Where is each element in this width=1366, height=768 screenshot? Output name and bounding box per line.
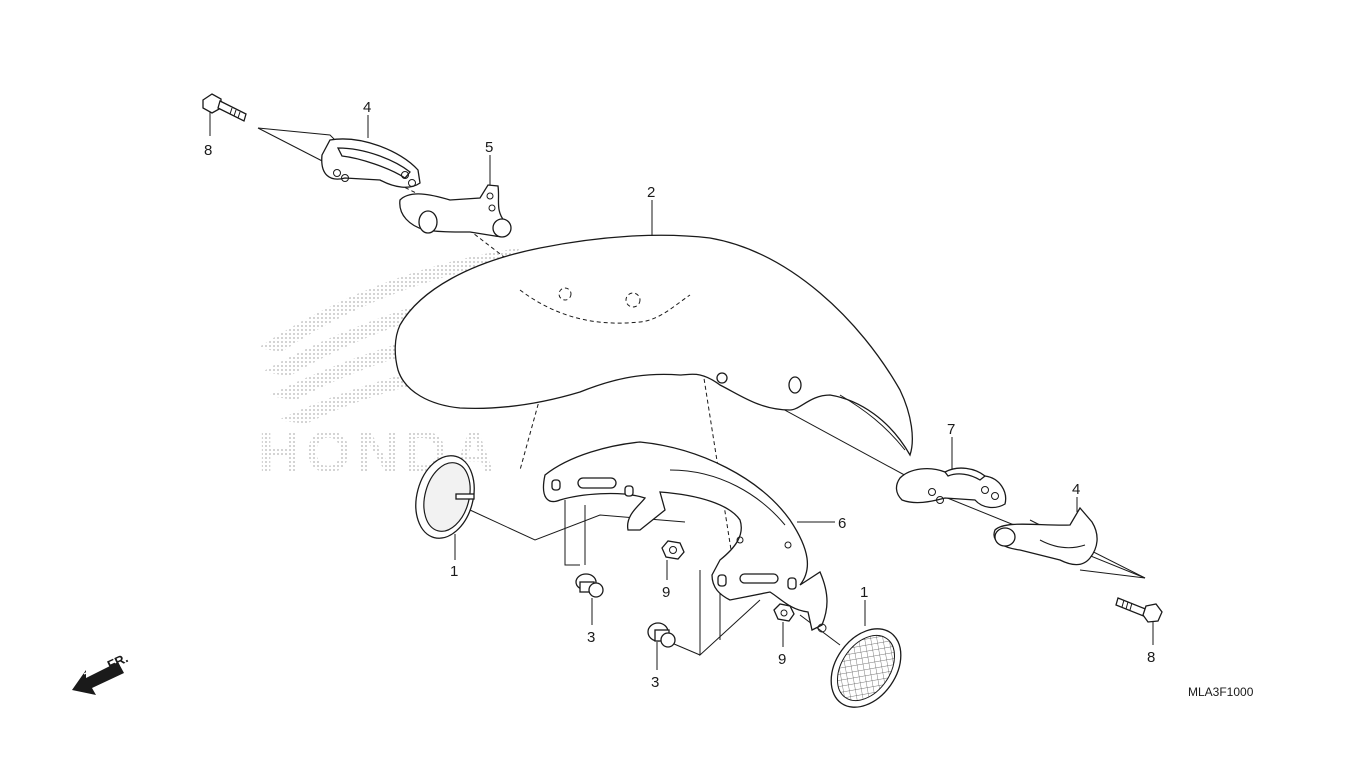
fender-stay <box>542 441 828 633</box>
assembly-lines <box>257 127 1146 657</box>
callout-4-top: 4 <box>363 99 371 116</box>
bolt-top-left <box>202 93 247 122</box>
front-direction-arrow: FR. <box>72 650 130 695</box>
front-fender <box>394 234 913 457</box>
callout-1-left: 1 <box>450 563 458 580</box>
reflector-left <box>415 455 475 539</box>
nut-right <box>773 603 795 622</box>
callout-3-left: 3 <box>587 629 595 646</box>
callout-6: 6 <box>838 515 846 532</box>
callout-3-right: 3 <box>651 674 659 691</box>
diagram-code: MLA3F1000 <box>1188 685 1254 699</box>
upper-holder-right <box>895 467 1007 509</box>
nut-left <box>661 540 685 560</box>
callout-9-left: 9 <box>662 584 670 601</box>
callout-2: 2 <box>647 184 655 201</box>
collar-left <box>575 573 604 598</box>
front-label: FR. <box>105 650 130 672</box>
collar-right <box>647 622 676 648</box>
arrow-icon <box>72 662 124 695</box>
upper-clamp-left <box>321 138 421 188</box>
lower-clamp-right <box>993 506 1098 566</box>
leader-lines <box>209 112 1154 670</box>
reflector-right <box>830 628 902 708</box>
callout-numbers: 8 4 5 2 7 4 6 1 1 9 9 3 3 8 <box>204 99 1155 691</box>
lower-holder-left <box>399 184 512 238</box>
bolt-bottom-right <box>1115 597 1163 623</box>
callout-8-bottom: 8 <box>1147 649 1155 666</box>
callout-9-right: 9 <box>778 651 786 668</box>
callout-5: 5 <box>485 139 493 156</box>
callout-4-bottom: 4 <box>1072 481 1080 498</box>
callout-8-top: 8 <box>204 142 212 159</box>
callout-1-right: 1 <box>860 584 868 601</box>
callout-7: 7 <box>947 421 955 438</box>
